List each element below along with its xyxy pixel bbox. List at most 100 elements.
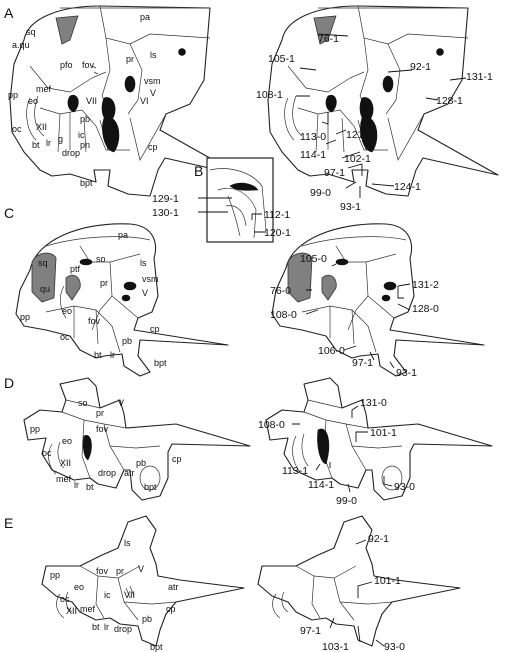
label-a-vsm: vsm (144, 76, 161, 86)
char-c-128-0: 128-0 (412, 303, 439, 315)
label-a-mef: mef (36, 84, 52, 94)
char-c-108-0: 108-0 (270, 309, 297, 321)
char-b-120-1: 120-1 (264, 227, 291, 239)
label-a-vi: VI (140, 96, 149, 106)
label-e-bt: bt (92, 622, 100, 632)
char-b-112-1: 112-1 (264, 209, 290, 221)
label-a-pb: pb (80, 114, 90, 124)
label-a-aqu: a.qu (12, 40, 30, 50)
label-d-drop: drop (98, 468, 116, 478)
char-c-105-0: 105-0 (300, 253, 327, 265)
char-a-113-0: 113-0 (300, 131, 326, 143)
label-e-bpt: bpt (150, 642, 163, 652)
char-d-114-1: 114-1 (308, 479, 334, 491)
label-d-mef: mef (56, 474, 72, 484)
char-a-76-1: 76-1 (318, 33, 339, 45)
label-d-atr: atr (124, 468, 135, 478)
label-c-cp: cp (150, 324, 160, 334)
label-c-pa: pa (118, 230, 128, 240)
label-c-ls: ls (140, 258, 147, 268)
label-d-cp: cp (172, 454, 182, 464)
label-a-vii: VII (86, 96, 97, 106)
label-c-qu: qu (40, 284, 50, 294)
label-d-bpt: bpt (144, 482, 157, 492)
panel-a-left-skull (9, 5, 241, 197)
char-e-92-1: 92-1 (368, 533, 389, 545)
char-d-108-0: 108-0 (258, 419, 285, 431)
label-a-pa: pa (140, 12, 150, 22)
char-b-130-1: 130-1 (152, 207, 179, 219)
label-d-xii: XII (60, 458, 71, 468)
panel-letter-c: C (4, 205, 14, 221)
panel-c-right-leaders (305, 263, 411, 369)
label-e-drop: drop (114, 624, 132, 634)
label-e-ic: ic (104, 590, 111, 600)
panel-a-right-labels: 76-1 105-1 92-1 131-1 108-1 128-1 113-0 … (256, 33, 493, 213)
panel-letter-a: A (4, 5, 14, 21)
char-a-131-1: 131-1 (466, 71, 493, 83)
label-a-g: g (58, 134, 63, 144)
label-a-cp: cp (148, 142, 158, 152)
char-d-101-1: 101-1 (370, 427, 397, 439)
label-a-pr: pr (126, 54, 134, 64)
label-c-v: V (142, 288, 148, 298)
panel-b-inset: 129-1 130-1 112-1 120-1 (152, 157, 291, 243)
panel-letter-e: E (4, 515, 13, 531)
char-d-131-0: 131-0 (360, 397, 387, 409)
panel-c-left-labels: pa sq ptf so ls vsm V qu pr pp eo fov oc… (20, 230, 167, 368)
char-b-129-1: 129-1 (152, 193, 179, 205)
char-a-128-1: 128-1 (436, 95, 463, 107)
label-c-ptf: ptf (70, 264, 81, 274)
panel-a-right-leaders (296, 33, 467, 198)
label-a-pp: pp (8, 90, 18, 100)
label-e-xii: XII (66, 606, 77, 616)
panel-a-right-skull (267, 5, 499, 197)
label-c-pr: pr (100, 278, 108, 288)
panel-d-right-skull (265, 377, 493, 501)
label-a-v: V (150, 88, 156, 98)
label-e-pr: pr (116, 566, 124, 576)
label-c-sq: sq (38, 258, 48, 268)
panel-c-right-labels: 105-0 131-2 76-0 128-0 108-0 106-0 97-1 … (270, 253, 439, 379)
label-c-bpt: bpt (154, 358, 167, 368)
label-a-bt: bt (32, 140, 40, 150)
char-a-92-1: 92-1 (410, 61, 431, 73)
label-d-pp: pp (30, 424, 40, 434)
label-e-eo: eo (74, 582, 84, 592)
panel-c-right-skull (271, 223, 485, 377)
label-d-fov: fov (96, 424, 109, 434)
panel-e-right-labels: 92-1 101-1 97-1 103-1 93-0 (300, 533, 405, 652)
panel-e-left-labels: ls pp fov pr V atr eo oc XII mef ic VII … (50, 538, 179, 652)
char-a-124-1: 124-1 (394, 181, 421, 193)
label-d-eo: eo (62, 436, 72, 446)
label-c-pb: pb (122, 336, 132, 346)
char-c-93-1: 93-1 (396, 367, 417, 379)
char-c-76-0: 76-0 (270, 285, 291, 297)
label-e-pb: pb (142, 614, 152, 624)
char-a-108-1: 108-1 (256, 89, 283, 101)
panel-d-left-labels: so pr V pp fov eo oc XII mef lr bt drop … (30, 398, 182, 492)
label-e-lr: lr (104, 622, 109, 632)
char-a-99-0: 99-0 (310, 187, 331, 199)
label-e-fov: fov (96, 566, 109, 576)
label-d-bt: bt (86, 482, 94, 492)
panel-d-right-leaders (292, 405, 393, 493)
label-a-pn: pn (80, 140, 90, 150)
label-a-bpt: bpt (80, 178, 93, 188)
char-c-106-0: 106-0 (318, 345, 345, 357)
label-d-pb: pb (136, 458, 146, 468)
char-a-102-1: 102-1 (344, 153, 371, 165)
label-c-pp: pp (20, 312, 30, 322)
label-a-fov: fov (82, 60, 95, 70)
label-e-pp: pp (50, 570, 60, 580)
label-d-pr: pr (96, 408, 104, 418)
label-d-lr: lr (74, 480, 79, 490)
label-d-oc: oc (42, 448, 52, 458)
label-d-so: so (78, 398, 88, 408)
label-a-drop: drop (62, 148, 80, 158)
panel-e-right-skull (257, 515, 461, 647)
label-a-pfo: pfo (60, 60, 73, 70)
label-c-vsm: vsm (142, 274, 159, 284)
panel-letter-d: D (4, 375, 14, 391)
